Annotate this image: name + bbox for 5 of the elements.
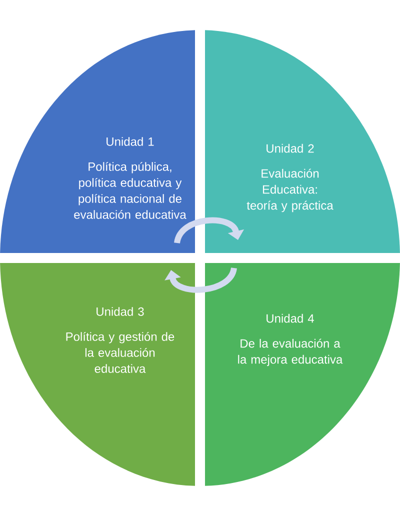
quadrant-segment: Unidad 3 Política y gestión de la evaluación educativa bbox=[0, 263, 195, 486]
quadrant-segment: Unidad 4 De la evaluación a la mejora educativa bbox=[205, 263, 400, 486]
quadrant-segment: Unidad 1 Política pública, política educativa y política nacional de evaluación educativa bbox=[0, 30, 195, 253]
cycle-arrow bbox=[174, 217, 244, 244]
quadrant-segment: Unidad 2 Evaluación Educativa: teoría y práctica bbox=[205, 30, 400, 253]
